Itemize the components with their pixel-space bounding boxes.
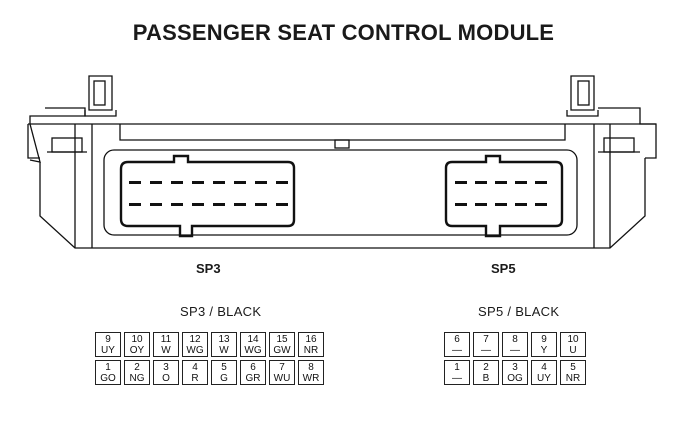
pin-wire-color: R <box>191 372 199 384</box>
pin-number: 10 <box>131 333 143 345</box>
pin-number: 9 <box>541 333 547 345</box>
pin-wire-color: W <box>161 344 171 356</box>
pin-wire-color: — <box>510 344 520 356</box>
pin-wire-color: GR <box>245 372 261 384</box>
pin-wire-color: NR <box>303 344 319 356</box>
pin-wire-color: WG <box>244 344 262 356</box>
pin-number: 13 <box>218 333 230 345</box>
pin-number: 2 <box>483 361 489 373</box>
pin-number: 9 <box>105 333 111 345</box>
connector-recess <box>103 149 578 236</box>
pin-wire-color: B <box>482 372 490 384</box>
pin-wire-color: NG <box>129 372 145 384</box>
pin-number: 6 <box>250 361 256 373</box>
pin-wire-color: NR <box>565 372 581 384</box>
pin-wire-color: — <box>452 344 462 356</box>
pin-wire-color: UY <box>537 372 551 384</box>
pin-number: 10 <box>567 333 579 345</box>
pin-number: 1 <box>105 361 111 373</box>
pin-number: 1 <box>454 361 460 373</box>
sp5-connector-shell <box>444 154 564 238</box>
pin-number: 12 <box>189 333 201 345</box>
pin-number: 6 <box>454 333 460 345</box>
pin-wire-color: GO <box>100 372 116 384</box>
pin-number: 3 <box>163 361 169 373</box>
sp5-pin-slots <box>455 181 547 206</box>
page-title: PASSENGER SEAT CONTROL MODULE <box>132 20 555 45</box>
pin-wire-color: U <box>569 344 577 356</box>
pin-number: 16 <box>305 333 317 345</box>
pin-number: 7 <box>279 361 285 373</box>
pin-number: 4 <box>541 361 547 373</box>
pin-number: 3 <box>512 361 518 373</box>
sp3-connector-shell <box>119 154 296 238</box>
pin-number: 7 <box>483 333 489 345</box>
sp5-pin-cell: 1— <box>444 360 470 385</box>
pin-number: 8 <box>512 333 518 345</box>
pin-wire-color: W <box>219 344 229 356</box>
sp3-connector-label: SP3 <box>196 261 221 276</box>
module-body <box>28 123 656 249</box>
sp5-pin-cell: 7— <box>473 332 499 357</box>
pin-wire-color: WR <box>302 372 320 384</box>
pin-wire-color: — <box>481 344 491 356</box>
pin-wire-color: O <box>162 372 170 384</box>
pin-number: 8 <box>308 361 314 373</box>
sp5-pin-cell: 6— <box>444 332 470 357</box>
pin-number: 14 <box>247 333 259 345</box>
sp5-connector-label: SP5 <box>491 261 516 276</box>
sp5-pin-cell: 8— <box>502 332 528 357</box>
sp5-pinout-title: SP5 / BLACK <box>478 304 560 319</box>
pin-wire-color: Y <box>540 344 548 356</box>
pin-wire-color: WU <box>273 372 291 384</box>
pin-number: 4 <box>192 361 198 373</box>
pin-wire-color: OY <box>129 344 145 356</box>
pin-wire-color: GW <box>273 344 291 356</box>
sp3-pinout-title: SP3 / BLACK <box>180 304 262 319</box>
pin-wire-color: G <box>220 372 228 384</box>
pin-number: 5 <box>570 361 576 373</box>
pin-wire-color: UY <box>101 344 115 356</box>
pin-number: 2 <box>134 361 140 373</box>
right-mounting-ear <box>598 107 657 159</box>
sp3-pin-slots <box>129 181 288 206</box>
pin-wire-color: WG <box>186 344 204 356</box>
left-mounting-ear <box>29 107 86 163</box>
pin-number: 5 <box>221 361 227 373</box>
pin-number: 11 <box>160 333 172 345</box>
pin-number: 15 <box>276 333 288 345</box>
pin-wire-color: — <box>452 372 462 384</box>
pin-wire-color: OG <box>507 372 523 384</box>
